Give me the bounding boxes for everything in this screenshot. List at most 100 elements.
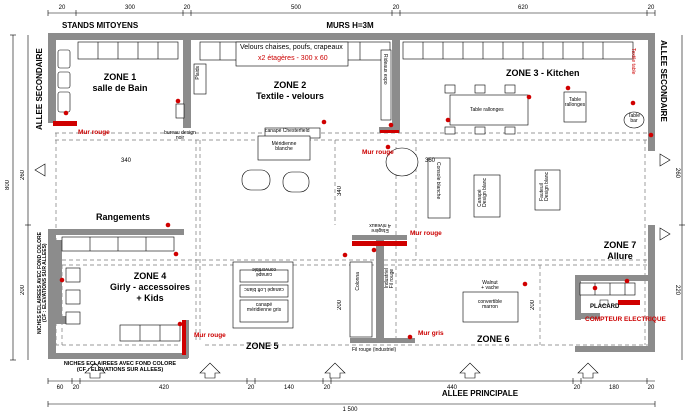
- inner-dim: 200: [337, 300, 343, 311]
- right-dim: 220: [674, 285, 680, 296]
- item-marker: [565, 85, 571, 91]
- canape-design-label: Canapé Design blanc: [477, 178, 488, 207]
- bottom-dim: 180: [608, 385, 620, 391]
- convertible-marron-label: convertible marron: [477, 299, 503, 310]
- left-dim: 800: [5, 180, 11, 191]
- item-marker: [59, 277, 65, 283]
- rangements-label: Rangements: [96, 212, 151, 222]
- item-marker: [624, 278, 630, 284]
- item-marker: [630, 100, 636, 106]
- top-dim: 500: [290, 5, 302, 11]
- item-marker: [385, 144, 391, 150]
- canape-meridienne-label: canapé méridienne gris: [246, 302, 282, 313]
- item-marker: [165, 222, 171, 228]
- fauteuil-label: Fauteuil Design blanc: [539, 172, 550, 201]
- zone-4-label: ZONE 4 Girly - accessoires + Kids: [109, 271, 191, 303]
- industriel-label: Industriel Fil rouge: [384, 268, 395, 289]
- inner-dim: 360: [424, 158, 436, 164]
- mur-rouge-4: Mur rouge: [194, 332, 226, 339]
- inner-dim: 340: [120, 158, 132, 164]
- bureau-label: bureau design noir: [164, 130, 196, 141]
- mur-gris: Mur gris: [418, 330, 444, 337]
- item-marker: [522, 281, 528, 287]
- zone-6-label: ZONE 6: [477, 334, 510, 344]
- red-walls: [53, 121, 640, 355]
- walnut-label: Walnut + vache: [481, 280, 499, 291]
- table-bar-label: Table bar: [628, 113, 640, 124]
- allee-secondaire-right: ALLEE SECONDAIRE: [659, 40, 668, 122]
- zone-3-label: ZONE 3 - Kitchen: [506, 68, 580, 78]
- furniture: [57, 41, 645, 342]
- bottom-dim: 440: [446, 385, 458, 391]
- bottom-dim: 140: [283, 385, 295, 391]
- bottom-dim: 20: [573, 385, 581, 391]
- canape-convertible-label: canapé convertible: [251, 266, 277, 277]
- textile-table-label: Textile table: [630, 48, 636, 75]
- total-width: 1 500: [342, 407, 358, 413]
- zone-2-label: ZONE 2 Textile - velours: [256, 80, 324, 101]
- item-marker: [526, 94, 532, 100]
- left-dim: 200: [20, 285, 26, 296]
- right-dim: 260: [674, 168, 680, 179]
- murs-title: MURS H=3M: [326, 21, 374, 30]
- top-dim: 20: [183, 5, 191, 11]
- velours-note-2: x2 étagères - 300 x 60: [258, 55, 328, 62]
- plaids-label: Plaids: [195, 66, 201, 80]
- table-rallonges-1: Table rallonges: [470, 107, 504, 113]
- walls: [48, 33, 655, 359]
- inner-dim: 340: [337, 186, 343, 197]
- item-marker: [371, 247, 377, 253]
- niches-left-label: NICHES ECLAIREES AVEC FOND COLORE (CF : …: [37, 232, 48, 334]
- placard-label: PLACARD: [590, 304, 620, 310]
- item-marker: [388, 122, 394, 128]
- rideau-label: Rideaux expo: [382, 54, 388, 85]
- console-label: Console blanche: [435, 162, 441, 200]
- item-marker: [175, 98, 181, 104]
- item-marker: [321, 119, 327, 125]
- zone-5-label: ZONE 5: [246, 341, 279, 351]
- chesterfield-label: canapé Chesterfield: [265, 128, 310, 134]
- zone-1-label: ZONE 1 salle de Bain: [92, 72, 148, 93]
- mur-rouge-1: Mur rouge: [78, 129, 110, 136]
- colonna-label: Colonna: [355, 272, 361, 291]
- allee-secondaire-left: ALLEE SECONDAIRE: [35, 48, 44, 130]
- bottom-dim: 420: [158, 385, 170, 391]
- meridienne-label: Méridienne blanche: [271, 141, 297, 152]
- item-marker: [592, 285, 598, 291]
- bottom-dim: 20: [647, 385, 655, 391]
- top-dim: 300: [124, 5, 136, 11]
- bottom-dim: 20: [323, 385, 331, 391]
- top-dim: 20: [647, 5, 655, 11]
- bottom-dim: 20: [247, 385, 255, 391]
- allee-principale: ALLEE PRINCIPALE: [441, 389, 519, 398]
- dimension-lines: [10, 10, 685, 407]
- mur-rouge-3: Mur rouge: [410, 230, 442, 237]
- top-dim: 20: [392, 5, 400, 11]
- item-marker: [342, 252, 348, 258]
- item-marker: [177, 321, 183, 327]
- item-marker: [63, 110, 69, 116]
- item-marker: [407, 334, 413, 340]
- compteur-label: COMPTEUR ELECTRIQUE: [585, 316, 666, 323]
- fil-rouge-label: Fil rouge (industriel): [352, 347, 397, 353]
- table-rallonges-2: Table rallonges: [564, 97, 586, 108]
- etagere-label: Etagère 4 niveaux: [369, 222, 391, 233]
- mur-rouge-2: Mur rouge: [362, 149, 394, 156]
- item-marker: [445, 117, 451, 123]
- top-dim: 620: [517, 5, 529, 11]
- inner-dim: 200: [530, 300, 536, 311]
- bottom-dim: 20: [72, 385, 80, 391]
- item-marker: [173, 251, 179, 257]
- stands-title: STANDS MITOYENS: [62, 21, 139, 30]
- bottom-dim: 60: [56, 385, 64, 391]
- canape-loft-label: canapé Loft blanc: [244, 286, 284, 292]
- left-dim: 260: [20, 170, 26, 181]
- velours-note-1: Velours chaises, poufs, crapeaux: [240, 44, 343, 51]
- zone-7-label: ZONE 7 Allure: [603, 240, 637, 261]
- item-marker: [648, 132, 654, 138]
- entrance-arrows: [34, 153, 671, 379]
- top-dim: 20: [58, 5, 66, 11]
- niches-bottom-label: NICHES ECLAIREES AVEC FOND COLORE (CF : …: [63, 361, 177, 373]
